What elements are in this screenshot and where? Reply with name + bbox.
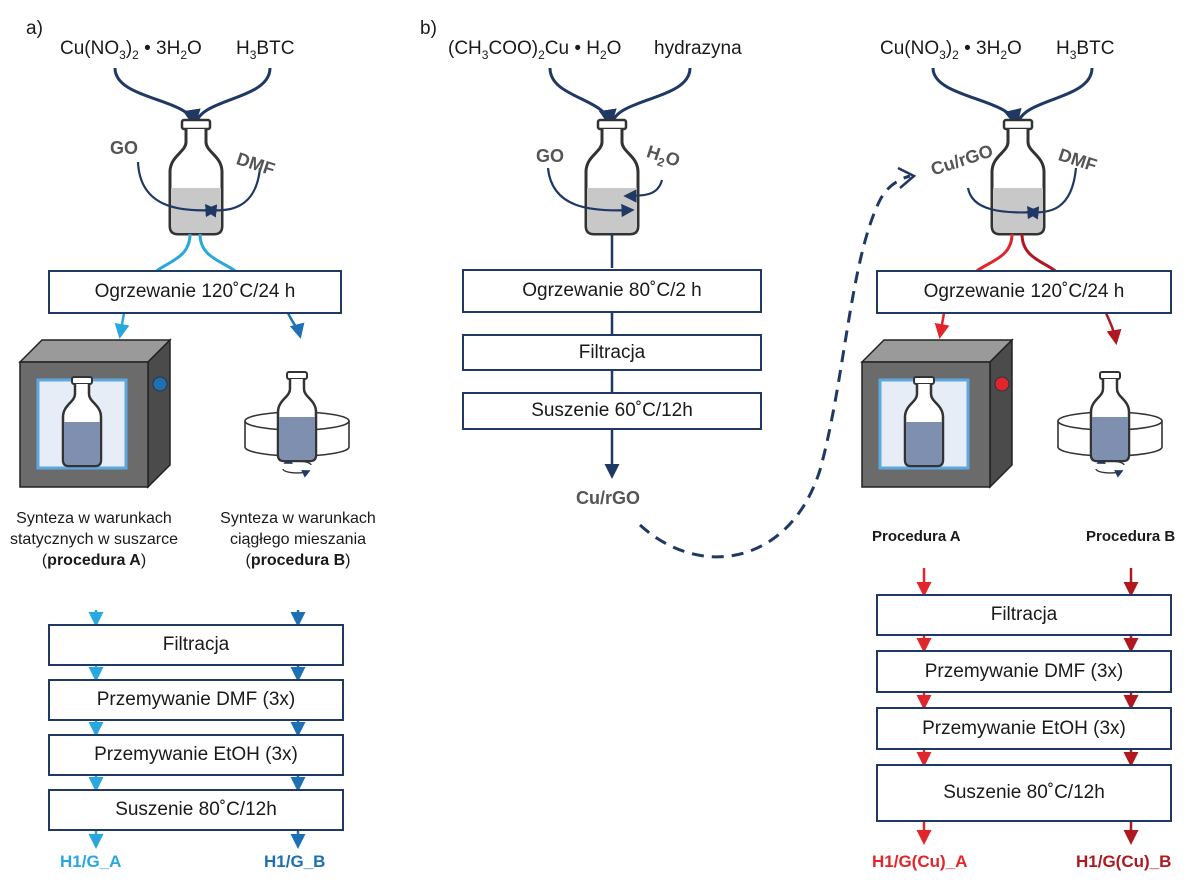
panel-a-heating-box: Ogrzewanie 120˚C/24 h — [48, 270, 342, 314]
panel-c-step-drying: Suszenie 80˚C/12h — [876, 764, 1172, 822]
panel-a-step-etoh-wash: Przemywanie EtOH (3x) — [48, 734, 344, 776]
panel-c-step-dmf-wash: Przemywanie DMF (3x) — [876, 650, 1172, 693]
panel-b-graphics — [546, 67, 917, 559]
oven-c — [860, 338, 1014, 489]
panel-c-procedure-b: Procedura B — [1086, 528, 1176, 545]
panel-a-product-b: H1/G_B — [264, 852, 326, 871]
panel-b-step-drying: Suszenie 60˚C/12h — [462, 392, 762, 430]
panel-c-product-a: H1/G(Cu)_A — [872, 852, 968, 871]
panel-a-step-filtration: Filtracja — [48, 624, 344, 666]
panel-a-step-drying: Suszenie 80˚C/12h — [48, 789, 344, 831]
flask-a — [168, 118, 224, 236]
panel-a-caption-procedure-b: Synteza w warunkach ciągłego mieszania (… — [220, 510, 376, 569]
stirrer-a — [245, 370, 349, 473]
panel-c-reagent-copper-nitrate: Cu(NO3)2 • 3H2O — [880, 38, 1022, 62]
panel-a-solvent-go: GO — [110, 138, 139, 158]
oven-a — [18, 338, 172, 489]
panel-a-graphics — [18, 67, 349, 849]
panel-b-reagent-copper-acetate: (CH3COO)2Cu • H2O — [448, 38, 622, 62]
flask-b — [584, 118, 640, 236]
panel-c-heating-box: Ogrzewanie 120˚C/24 h — [876, 270, 1172, 314]
panel-a-reagent-h3btc: H3BTC — [236, 38, 295, 62]
panel-a-caption-procedure-a: Synteza w warunkach statycznych w suszar… — [9, 510, 179, 569]
stirrer-c — [1058, 370, 1162, 473]
panel-a-product-a: H1/G_A — [60, 852, 122, 871]
panel-c-step-filtration: Filtracja — [876, 594, 1172, 636]
panel-b-intermediate: Cu/rGO — [576, 488, 641, 508]
panel-c-product-b: H1/G(Cu)_B — [1076, 852, 1172, 871]
panel-c-step-etoh-wash: Przemywanie EtOH (3x) — [876, 707, 1172, 750]
panel-b-step-filtration: Filtracja — [462, 334, 762, 371]
panel-a-reagent-copper-nitrate: Cu(NO3)2 • 3H2O — [60, 38, 202, 62]
panel-c-procedure-a: Procedura A — [872, 528, 961, 545]
panel-b-label: b) — [420, 18, 437, 39]
panel-c-reagent-h3btc: H3BTC — [1056, 38, 1115, 62]
panel-b-step-heating: Ogrzewanie 80˚C/2 h — [462, 269, 762, 313]
panel-a-label: a) — [26, 18, 43, 39]
panel-a-step-dmf-wash: Przemywanie DMF (3x) — [48, 679, 344, 721]
panel-b-solvent-go: GO — [536, 146, 565, 166]
flask-c — [990, 118, 1046, 236]
panel-b-reagent-hydrazine: hydrazyna — [654, 38, 742, 59]
